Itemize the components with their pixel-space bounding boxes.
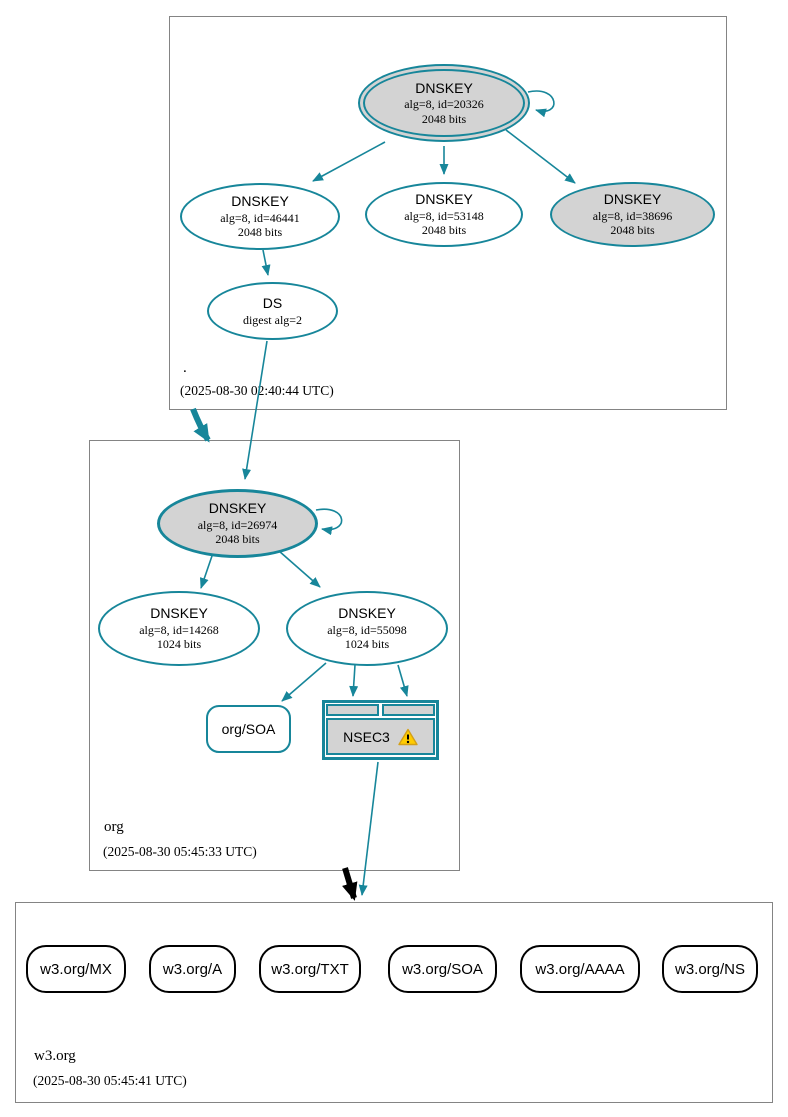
zone-name-org: org — [104, 819, 124, 835]
node-org-ksk-dnskey-26974[interactable]: DNSKEY alg=8, id=26974 2048 bits — [157, 489, 318, 558]
node-org-soa-rrset[interactable]: org/SOA — [206, 705, 291, 753]
edge-ksk20326-to-38696 — [505, 129, 576, 184]
node-subtext-bits: 2048 bits — [610, 223, 655, 238]
edge-ksk20326-to-46441 — [312, 141, 386, 182]
node-label: DS — [262, 295, 283, 312]
nsec3-record-cells — [326, 704, 435, 716]
edge-ds-to-ksk26974 — [242, 340, 268, 480]
node-w3org-a-rrset[interactable]: w3.org/A — [149, 945, 236, 993]
node-subtext-bits: 2048 bits — [421, 223, 467, 238]
zone-timestamp-org: (2025-08-30 05:45:33 UTC) — [103, 844, 257, 859]
nsec3-record-cell — [326, 704, 379, 716]
node-label: w3.org/MX — [40, 960, 112, 978]
node-subtext-bits: 2048 bits — [237, 225, 283, 240]
node-label: w3.org/TXT — [271, 960, 349, 978]
node-subtext-alg: alg=8, id=46441 — [220, 210, 300, 225]
node-subtext-alg: alg=8, id=20326 — [404, 97, 484, 112]
node-subtext-bits: 1024 bits — [156, 637, 202, 652]
warning-icon — [398, 728, 418, 745]
edge-nsec3-to-w3org — [358, 761, 379, 896]
nsec3-record-cell — [382, 704, 435, 716]
node-label: DNSKEY — [415, 191, 473, 208]
zone-timestamp-w3org: (2025-08-30 05:45:41 UTC) — [33, 1073, 187, 1088]
node-subtext-bits: 2048 bits — [421, 111, 467, 126]
node-subtext-alg: alg=8, id=55098 — [327, 622, 407, 637]
node-label: DNSKEY — [338, 605, 396, 622]
node-subtext-bits: 2048 bits — [215, 532, 260, 547]
node-root-zsk-dnskey-53148[interactable]: DNSKEY alg=8, id=53148 2048 bits — [365, 182, 523, 247]
edge-root-ksk-selfloop — [527, 90, 555, 118]
edge-55098-to-nsec3-a — [349, 664, 359, 697]
node-org-zsk-dnskey-14268[interactable]: DNSKEY alg=8, id=14268 1024 bits — [98, 591, 260, 666]
node-subtext-alg: alg=8, id=14268 — [139, 622, 219, 637]
node-w3org-txt-rrset[interactable]: w3.org/TXT — [259, 945, 361, 993]
node-subtext-bits: 1024 bits — [344, 637, 390, 652]
node-label: w3.org/NS — [674, 960, 746, 978]
zone-name-w3org: w3.org — [34, 1048, 76, 1064]
edge-ksk26974-to-14268 — [199, 552, 214, 589]
node-label: w3.org/SOA — [402, 960, 483, 978]
edge-46441-to-ds — [261, 249, 271, 276]
zone-name-root: . — [183, 360, 187, 376]
node-label: DNSKEY — [603, 191, 662, 208]
node-label: w3.org/AAAA — [535, 960, 625, 978]
node-label: DNSKEY — [231, 193, 289, 210]
node-w3org-ns-rrset[interactable]: w3.org/NS — [662, 945, 758, 993]
zone-box-w3org — [15, 902, 773, 1103]
node-subtext-alg: alg=8, id=38696 — [592, 208, 673, 223]
edge-ksk26974-to-55098 — [278, 550, 321, 588]
node-subtext-alg: alg=8, id=53148 — [404, 208, 484, 223]
node-label: w3.org/A — [162, 960, 223, 978]
node-w3org-aaaa-rrset[interactable]: w3.org/AAAA — [520, 945, 640, 993]
edge-org-ksk-selfloop — [315, 508, 343, 536]
node-root-ksk-dnskey-38696[interactable]: DNSKEY alg=8, id=38696 2048 bits — [550, 182, 715, 247]
node-org-nsec3[interactable]: NSEC3 — [322, 700, 439, 760]
node-root-ksk-dnskey[interactable]: DNSKEY alg=8, id=20326 2048 bits — [358, 64, 530, 142]
node-w3org-soa-rrset[interactable]: w3.org/SOA — [388, 945, 497, 993]
edge-delegation-org-to-w3org — [342, 867, 358, 901]
node-subtext-alg: alg=8, id=26974 — [197, 517, 278, 532]
nsec3-body: NSEC3 — [326, 718, 435, 755]
edge-55098-to-orgsoa — [281, 662, 327, 702]
node-w3org-mx-rrset[interactable]: w3.org/MX — [26, 945, 126, 993]
node-label: DNSKEY — [150, 605, 208, 622]
zone-timestamp-root: (2025-08-30 02:40:44 UTC) — [180, 383, 334, 398]
node-root-zsk-dnskey-46441[interactable]: DNSKEY alg=8, id=46441 2048 bits — [180, 183, 340, 250]
zone-box-root — [169, 16, 727, 410]
node-label: DNSKEY — [415, 79, 473, 96]
node-label: NSEC3 — [343, 728, 390, 745]
edge-55098-to-nsec3-b — [397, 664, 409, 697]
node-label: org/SOA — [221, 721, 276, 737]
node-label: DNSKEY — [208, 500, 267, 517]
node-org-ds[interactable]: DS digest alg=2 — [207, 282, 338, 340]
edge-delegation-root-to-org — [190, 407, 211, 443]
zone-box-org — [89, 440, 460, 871]
node-org-zsk-dnskey-55098[interactable]: DNSKEY alg=8, id=55098 1024 bits — [286, 591, 448, 666]
node-subtext-digest: digest alg=2 — [242, 312, 303, 327]
